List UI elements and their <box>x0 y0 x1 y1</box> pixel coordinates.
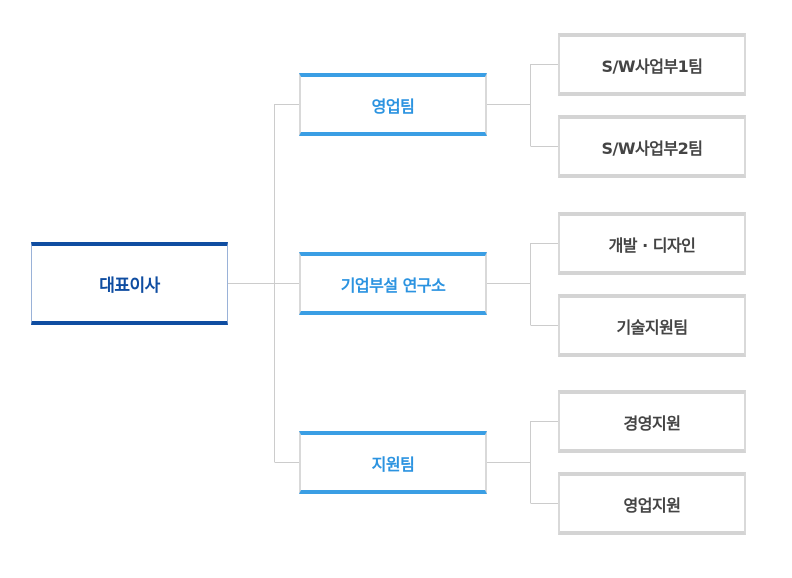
team-sw2-label: S/W사업부2팀 <box>601 138 703 158</box>
dept-sales-label: 영업팀 <box>371 96 415 116</box>
team-sales-support-label: 영업지원 <box>623 495 681 515</box>
ceo-label: 대표이사 <box>99 276 160 296</box>
dept-research-label: 기업부설 연구소 <box>340 275 446 295</box>
dept-research-box: 기업부설 연구소 <box>299 252 487 315</box>
team-dev-design-label: 개발 · 디자인 <box>608 235 696 255</box>
team-management-label: 경영지원 <box>623 413 681 433</box>
team-tech-support-label: 기술지원팀 <box>616 317 688 337</box>
team-management-box: 경영지원 <box>558 390 746 453</box>
team-sales-support-box: 영업지원 <box>558 472 746 535</box>
dept-sales-box: 영업팀 <box>299 73 487 136</box>
team-sw2-box: S/W사업부2팀 <box>558 115 746 178</box>
team-tech-support-box: 기술지원팀 <box>558 294 746 357</box>
team-sw1-box: S/W사업부1팀 <box>558 33 746 96</box>
dept-support-label: 지원팀 <box>371 454 415 474</box>
team-sw1-label: S/W사업부1팀 <box>601 56 703 76</box>
team-dev-design-box: 개발 · 디자인 <box>558 212 746 275</box>
dept-support-box: 지원팀 <box>299 431 487 494</box>
ceo-box: 대표이사 <box>31 242 228 325</box>
